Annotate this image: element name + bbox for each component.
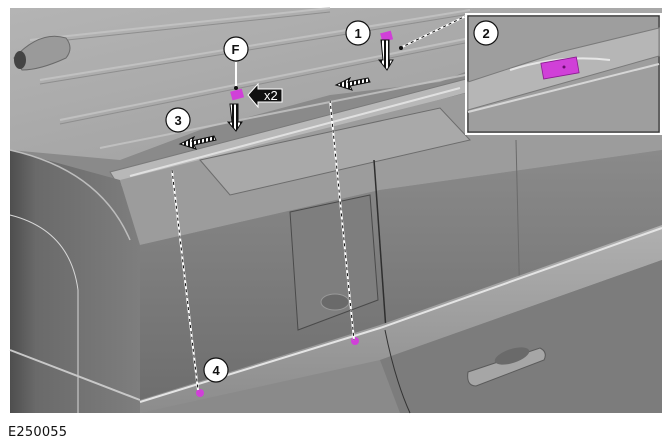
callout-2: 2: [473, 20, 499, 46]
clip-1: [380, 30, 394, 43]
callout-F: F: [223, 36, 249, 62]
multiplier-label: x2: [264, 88, 278, 103]
clip-4: [196, 389, 204, 397]
antenna: [13, 35, 71, 71]
front-door: [380, 260, 662, 413]
rear-quarter: [10, 150, 140, 413]
callout-4: 4: [203, 357, 229, 383]
clip-F: [230, 88, 245, 101]
slide-left-arrow-icon: [178, 135, 217, 150]
svg-text:1: 1: [355, 26, 362, 41]
door-handle: [467, 347, 546, 387]
clip-lower-right: [351, 337, 359, 345]
svg-text:F: F: [232, 42, 240, 57]
svg-text:4: 4: [213, 363, 221, 378]
callout-1: 1: [345, 20, 371, 46]
push-down-arrow-icon: [377, 39, 394, 71]
slide-left-arrow-icon: [334, 76, 371, 91]
fuel-door: [289, 194, 379, 331]
svg-text:2: 2: [483, 26, 490, 41]
svg-text:3: 3: [175, 113, 182, 128]
pointer-arrow-icon: x2: [247, 82, 283, 109]
callout-3: 3: [165, 107, 191, 133]
push-down-arrow-icon: [226, 103, 243, 132]
figure-id-label: E250055: [8, 425, 68, 440]
side-panel: [140, 150, 662, 400]
sill-trim: [140, 225, 662, 413]
